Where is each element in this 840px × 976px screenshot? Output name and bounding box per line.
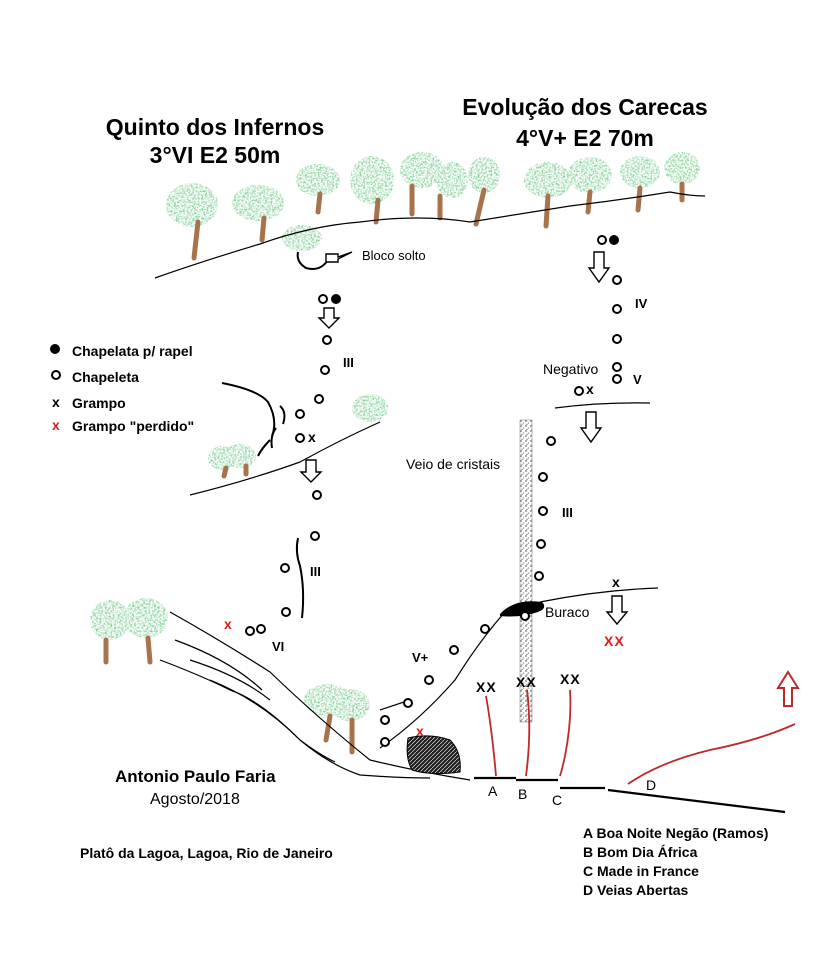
- legend-filled-dot-icon: [50, 344, 60, 354]
- route-grade: 3°VI E2 50m: [149, 142, 281, 168]
- chapeleta: [295, 409, 305, 419]
- descent-arrows: [299, 251, 629, 626]
- legend-red-x-icon: x: [52, 417, 60, 433]
- chapeleta: [538, 506, 548, 516]
- label-bloco-solto: Bloco solto: [362, 248, 426, 263]
- chapeleta: [612, 275, 622, 285]
- author-date: Agosto/2018: [150, 791, 240, 808]
- start-list-item: D Veias Abertas: [583, 882, 689, 898]
- crystal-vein: [519, 419, 533, 723]
- chapeleta: [546, 436, 556, 446]
- grade-label: IV: [635, 296, 648, 311]
- grampo-perdido: x: [224, 616, 232, 632]
- chapeleta: [449, 645, 459, 655]
- chapeleta: [320, 365, 330, 375]
- grade-label: V+: [412, 650, 429, 665]
- ground-line: [474, 776, 786, 814]
- route-title-quinto: Quinto dos Infernos 3°VI E2 50m: [90, 116, 340, 167]
- chapeleta: [310, 531, 320, 541]
- label-buraco: Buraco: [545, 604, 590, 620]
- grampo: x: [612, 574, 620, 590]
- author-name: Antonio Paulo Faria: [115, 767, 276, 786]
- grade-label: III: [310, 564, 321, 579]
- legend-ring-icon: [51, 370, 61, 380]
- chapeleta: [424, 675, 434, 685]
- grampo-pair: XX: [560, 671, 581, 687]
- start-label-b: B: [518, 786, 528, 802]
- location: Platô da Lagoa, Lagoa, Rio de Janeiro: [80, 845, 333, 861]
- base-boulder: [406, 735, 461, 775]
- chapeleta: [612, 362, 622, 372]
- chapeleta: [534, 571, 544, 581]
- cracks: [221, 251, 329, 619]
- chapeleta: [520, 611, 530, 621]
- start-list-item: B Bom Dia África: [583, 844, 698, 860]
- arrow-down-5: [605, 595, 629, 626]
- chapeleta: [403, 698, 413, 708]
- grampo-perdido: x: [416, 723, 424, 739]
- chapeleta: [295, 433, 305, 443]
- start-list-item: C Made in France: [583, 863, 699, 879]
- start-label-a: A: [488, 783, 498, 799]
- vegetation: [90, 152, 700, 755]
- chapeleta: [612, 304, 622, 314]
- chapeleta: [612, 334, 622, 344]
- start-routes: [485, 689, 796, 785]
- grampo: x: [586, 381, 594, 397]
- chapeleta: [314, 394, 324, 404]
- chapeleta: [312, 490, 322, 500]
- grampo-pair: XX: [516, 674, 537, 690]
- grampo-perdido-pair: XX: [604, 633, 625, 649]
- start-label-c: C: [552, 792, 563, 808]
- arrow-down-1: [317, 307, 341, 329]
- buraco-hole: [500, 601, 545, 617]
- chapeleta: [574, 386, 584, 396]
- chapeleta: [380, 737, 390, 747]
- grampo-pair: XX: [476, 679, 497, 695]
- start-label-d: D: [646, 777, 657, 793]
- grade-label: V: [633, 372, 642, 387]
- arrow-up-red: [776, 670, 800, 707]
- legend-label: Grampo "perdido": [72, 418, 195, 434]
- chapeleta: [245, 626, 255, 636]
- grampo: x: [308, 429, 316, 445]
- label-veio-cristais: Veio de cristais: [406, 456, 501, 472]
- grade-label: VI: [272, 639, 285, 654]
- chapeleta: [597, 235, 607, 245]
- arrow-down-4: [579, 411, 603, 444]
- chapelata-rapel: [609, 235, 619, 245]
- arrow-down-3: [587, 251, 611, 284]
- legend-label: Grampo: [72, 395, 126, 411]
- chapeleta: [480, 624, 490, 634]
- label-negativo: Negativo: [543, 361, 599, 377]
- route-name: Evolução dos Carecas: [462, 94, 708, 120]
- legend-label: Chapeleta: [72, 369, 139, 385]
- chapelata-rapel: [331, 294, 341, 304]
- route-grade: 4°V+ E2 70m: [516, 125, 654, 151]
- chapeleta: [612, 374, 622, 384]
- route-title-evolucao: Evolução dos Carecas 4°V+ E2 70m: [440, 96, 730, 150]
- arrow-down-2: [299, 459, 323, 483]
- chapeleta: [536, 539, 546, 549]
- chapeleta: [322, 335, 332, 345]
- legend-label: Chapelata p/ rapel: [72, 343, 193, 359]
- legend-x-icon: x: [52, 394, 60, 410]
- chapeleta: [256, 624, 266, 634]
- start-list-item: A Boa Noite Negão (Ramos): [583, 825, 769, 841]
- grade-label: III: [343, 355, 354, 370]
- chapeleta: [538, 472, 548, 482]
- grade-label: III: [562, 505, 573, 520]
- chapeleta: [380, 715, 390, 725]
- route-name: Quinto dos Infernos: [105, 114, 325, 140]
- chapeleta: [281, 607, 291, 617]
- chapeleta: [318, 294, 328, 304]
- start-list: A Boa Noite Negão (Ramos) B Bom Dia Áfri…: [583, 824, 768, 900]
- chapeleta: [280, 563, 290, 573]
- rock-contours: [154, 191, 706, 781]
